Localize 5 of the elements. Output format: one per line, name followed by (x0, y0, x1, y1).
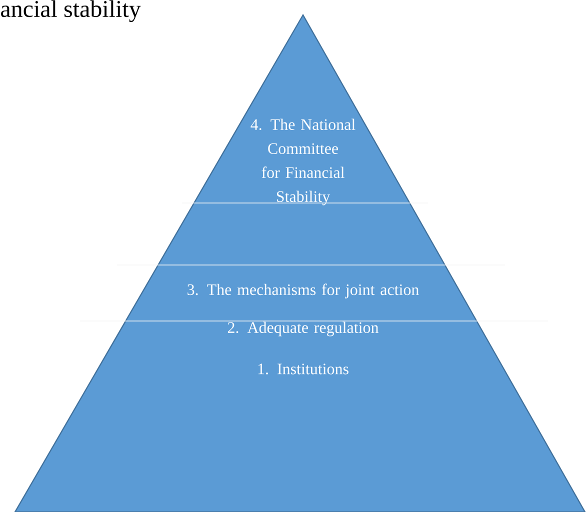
layer-label: 2. Adequate regulation (228, 322, 379, 336)
layer-label: 3. The mechanisms for joint action (188, 284, 419, 298)
layer-label: 4. The National Committee for Financial Stability (250, 118, 356, 206)
layer-label: 1. Institutions (258, 364, 348, 374)
title: ancial stability (1, 0, 141, 22)
